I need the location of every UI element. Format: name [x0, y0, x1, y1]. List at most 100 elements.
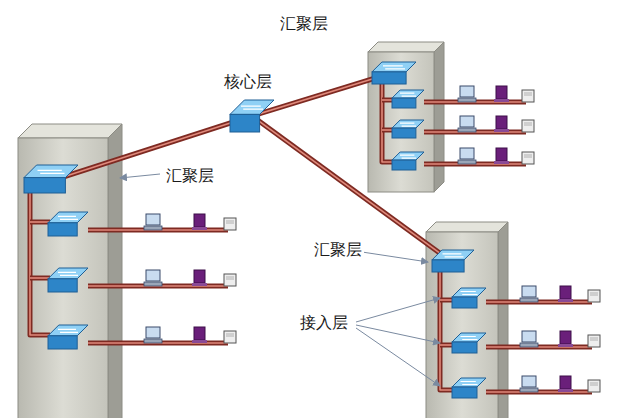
phone-screen	[590, 292, 598, 296]
phone-icon	[588, 380, 600, 392]
server-icon	[496, 116, 507, 129]
access-switch-top	[452, 288, 486, 297]
link-cable-highlight	[30, 186, 50, 335]
link-cable	[60, 116, 252, 178]
aggregation-switch-front	[24, 178, 65, 193]
phone-screen	[524, 122, 532, 126]
access-switch-front	[392, 128, 416, 138]
phone-screen	[226, 276, 234, 280]
pc-monitor	[460, 116, 474, 127]
layer-label: 汇聚层	[312, 240, 364, 259]
link-cable	[440, 270, 452, 390]
access-switch-front	[392, 160, 416, 170]
link-cable-highlight	[486, 346, 592, 348]
phone-screen	[524, 154, 532, 158]
pc-base	[458, 98, 476, 102]
access-switch-arrows	[400, 93, 416, 96]
building-top	[18, 124, 122, 138]
access-switch-arrows	[461, 382, 478, 385]
pc-monitor	[522, 286, 536, 297]
phone-screen	[590, 337, 598, 341]
aggregation-switch-arrows	[38, 170, 65, 173]
building-side	[434, 42, 444, 192]
access-switch-arrows	[58, 216, 78, 219]
leader-line	[356, 325, 440, 343]
link-cable	[486, 300, 592, 305]
building-front	[18, 138, 108, 418]
server-icon	[194, 214, 205, 227]
link-cable	[440, 298, 452, 303]
pc-monitor	[146, 214, 160, 225]
server-base	[558, 389, 573, 392]
server-base	[558, 344, 573, 347]
aggregation-switch-top	[24, 165, 78, 178]
aggregation-switch-front	[372, 72, 406, 84]
link-cable-highlight	[440, 299, 452, 301]
link-cable-highlight	[382, 80, 392, 162]
phone-screen	[524, 92, 532, 96]
link-cable	[252, 116, 452, 262]
layer-label: 核心层	[222, 72, 274, 91]
pc-base	[458, 128, 476, 132]
pc-base	[520, 343, 538, 347]
leader-line	[356, 328, 440, 386]
access-switch-front	[452, 387, 477, 398]
link-cable	[382, 128, 392, 133]
aggregation-switch-top	[432, 250, 474, 260]
access-switch-top	[392, 90, 424, 98]
link-cable-highlight	[60, 116, 252, 178]
phone-icon	[588, 335, 600, 347]
aggregation-switch-arrows	[383, 66, 405, 69]
access-switch-arrows	[461, 337, 478, 340]
layer-label: 汇聚层	[164, 166, 216, 185]
phone-screen	[590, 382, 598, 386]
pc-base	[520, 298, 538, 302]
server-icon	[560, 376, 571, 389]
building-top	[426, 222, 508, 232]
building-front	[368, 52, 434, 192]
pc-monitor	[522, 331, 536, 342]
aggregation-switch-top	[372, 62, 416, 72]
core-switch-top	[230, 100, 274, 114]
link-cable-highlight	[252, 116, 452, 262]
link-cable	[30, 220, 50, 225]
aggregation-switch-arrows	[443, 254, 464, 257]
link-cable-highlight	[382, 129, 392, 131]
building-top	[368, 42, 444, 52]
access-switch-top	[48, 268, 88, 279]
building-side	[498, 222, 508, 418]
access-switch-arrows	[58, 272, 78, 275]
access-switch-top	[392, 120, 424, 128]
pc-base	[144, 226, 162, 230]
link-cable	[30, 276, 50, 281]
access-switch-top	[452, 378, 486, 387]
phone-icon	[522, 120, 534, 132]
layer-label: 汇聚层	[278, 14, 330, 33]
server-base	[494, 129, 509, 132]
link-cable	[486, 345, 592, 350]
access-switch-front	[48, 279, 77, 292]
pc-base	[458, 160, 476, 164]
pc-base	[520, 388, 538, 392]
phone-icon	[224, 331, 236, 343]
phone-icon	[224, 274, 236, 286]
link-cable-highlight	[30, 221, 50, 223]
access-switch-arrows	[400, 155, 416, 158]
server-base	[558, 299, 573, 302]
pc-monitor	[522, 376, 536, 387]
access-switch-arrows	[58, 329, 78, 332]
core-switch-front	[230, 114, 260, 132]
link-cable	[30, 186, 50, 335]
access-switch-front	[48, 336, 77, 349]
pc-base	[144, 282, 162, 286]
link-cable-highlight	[486, 391, 592, 393]
phone-icon	[224, 218, 236, 230]
access-switch-front	[392, 98, 416, 108]
link-cable-highlight	[30, 277, 50, 279]
core-switch-arrows	[241, 106, 263, 109]
access-switch-top	[392, 152, 424, 160]
pc-monitor	[460, 148, 474, 159]
layer-label: 接入层	[298, 313, 350, 332]
